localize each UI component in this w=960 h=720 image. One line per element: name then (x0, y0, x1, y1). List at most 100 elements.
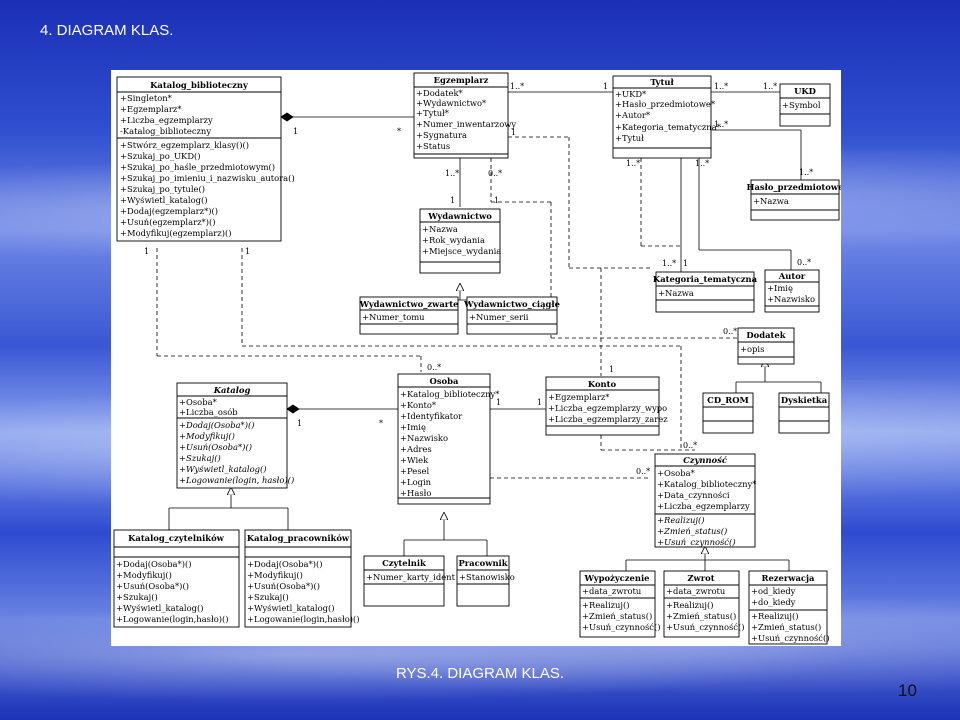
member: +Dodatek* (416, 88, 464, 98)
member: +Liczba_egzemplarzy_wypo (548, 403, 667, 414)
member: +do_kiedy (751, 597, 796, 608)
pracownik-name: Pracownik (458, 558, 507, 568)
class-katalog (176, 382, 288, 489)
member: +Hasło (400, 488, 431, 498)
member: +Tytuł* (416, 108, 450, 118)
dashed-connectors (156, 136, 738, 479)
tytul-name: Tytuł (650, 77, 674, 87)
class-kategoria-tematyczna (655, 271, 755, 313)
member: +Egzemplarz* (120, 104, 182, 114)
multiplicity: 1 (245, 247, 250, 256)
member: +Konto* (400, 400, 437, 410)
member: +Katalog_biblioteczny* (657, 479, 757, 490)
kategoria-tematyczna-name: Kategoria_tematyczna (653, 274, 758, 284)
member: +Liczba_egzemplarzy (120, 115, 213, 126)
multiplicity: 0..* (427, 363, 441, 372)
member: +Data_czynności (657, 490, 730, 501)
class-katalog-pracownikow (244, 529, 352, 628)
wydawnictwo-ciagle-name: Wydawnictwo_ciągłe (463, 299, 560, 309)
multiplicity: 1..* (799, 168, 813, 177)
member: +Nazwisko (400, 433, 448, 443)
zwrot-name: Zwrot (687, 573, 714, 583)
member: +Szukaj() (116, 592, 158, 602)
class-katalog-biblioteczny (116, 76, 282, 242)
page-number: 10 (898, 681, 917, 700)
member: +Liczba_egzemplarzy (657, 501, 750, 512)
member: +Nazwisko (767, 294, 815, 304)
multiplicity: 0..* (683, 441, 697, 450)
wydawnictwo-zwarte-name: Wydawnictwo_zwarte (359, 299, 459, 309)
member: +Logowanie(login, hasło)() (179, 475, 294, 485)
multiplicity: 1..* (695, 159, 709, 168)
multiplicity: 1 (609, 365, 614, 374)
member: +Realizuj() (582, 600, 630, 610)
member: +Egzemplarz* (548, 392, 610, 402)
class-wypozyczenie (579, 570, 656, 638)
member: +Rok_wydania (422, 235, 485, 246)
member: +Miejsce_wydania (422, 246, 501, 257)
member: +opis (740, 344, 764, 354)
class-dyskietka (778, 392, 830, 434)
multiplicity: 1..* (763, 82, 777, 91)
member: +Modyfikuj() (179, 431, 235, 441)
member: +Zmień_status() (657, 526, 727, 537)
multiplicity: * (397, 127, 401, 136)
multiplicity: 1..* (714, 82, 728, 91)
figure-caption: RYS.4. DIAGRAM KLAS. (395, 665, 565, 682)
member: +Stanowisko (459, 572, 515, 582)
osoba-name: Osoba (430, 376, 459, 386)
class-wydawnictwo-zwarte (359, 296, 459, 335)
member: +Imię (767, 283, 793, 293)
member: +od_kiedy (751, 586, 796, 597)
multiplicity: 1..* (510, 82, 524, 91)
member: +Szukaj_po_haśle_przedmiotowym() (120, 162, 275, 173)
katalog-pracownikow-name: Katalog_pracowników (247, 533, 350, 543)
katalog-czytelnikow-name: Katalog_czytelników (128, 533, 225, 543)
multiplicity: 1 (144, 247, 149, 256)
member: +Symbol (782, 100, 821, 110)
member: +Hasło_przedmiotowe* (615, 99, 716, 110)
multiplicity: 1 (683, 259, 688, 268)
class-rezerwacja (748, 570, 828, 645)
member: +Wyświetl_katalog() (120, 195, 208, 206)
egzemplarz-name: Egzemplarz (434, 75, 489, 85)
multiplicity: 0..* (723, 327, 737, 336)
katalog-biblioteczny-name: Katalog_biblioteczny (150, 80, 249, 90)
member: +Katalog_biblioteczny* (400, 389, 500, 400)
member: +Numer_inwentarzowy (416, 119, 516, 130)
class-zwrot (663, 570, 740, 638)
member: +Liczba_osób (179, 407, 238, 418)
wydawnictwo-name: Wydawnictwo (427, 211, 492, 221)
member: +Usuń(Osoba*)() (179, 442, 252, 452)
class-cd-rom (702, 392, 754, 434)
member: +Singleton* (120, 93, 173, 103)
member: +Szukaj_po_UKD() (120, 151, 201, 162)
member: +Numer_karty_ident (366, 572, 456, 583)
class-pracownik (456, 555, 510, 607)
multiplicity: 1 (603, 82, 608, 91)
member: +Autor* (615, 110, 651, 120)
member: +Tytuł (615, 133, 644, 143)
multiplicity: 1 (297, 419, 302, 428)
member: +Modyfikuj() (247, 570, 303, 580)
member: +data_zwrotu (582, 586, 642, 597)
member: +Login (400, 477, 432, 487)
class-dodatek (737, 327, 795, 365)
member: +Usuń(Osoba*)() (247, 581, 320, 591)
class-tytul (612, 75, 712, 159)
multiplicity: 1 (496, 398, 501, 407)
multiplicity: 1..* (662, 259, 676, 268)
class-autor (764, 269, 820, 313)
wypozyczenie-name: Wypożyczenie (584, 573, 650, 583)
member: +Wyświetl_katalog() (179, 464, 267, 475)
member: +Osoba* (179, 397, 218, 407)
multiplicity: 1 (511, 128, 516, 137)
member: +Stwórz_egzemplarz_klasy()() (120, 140, 249, 151)
member: +Zmień_status() (751, 622, 821, 633)
member: +Szukaj() (179, 453, 221, 463)
member: +Wyświetl_katalog() (247, 603, 335, 614)
member: +Imię (400, 422, 426, 432)
member: +Kategoria_tematyczna* (615, 122, 722, 133)
member: +Pesel (400, 466, 429, 476)
class-haslo-przedmiotowe (750, 179, 840, 221)
